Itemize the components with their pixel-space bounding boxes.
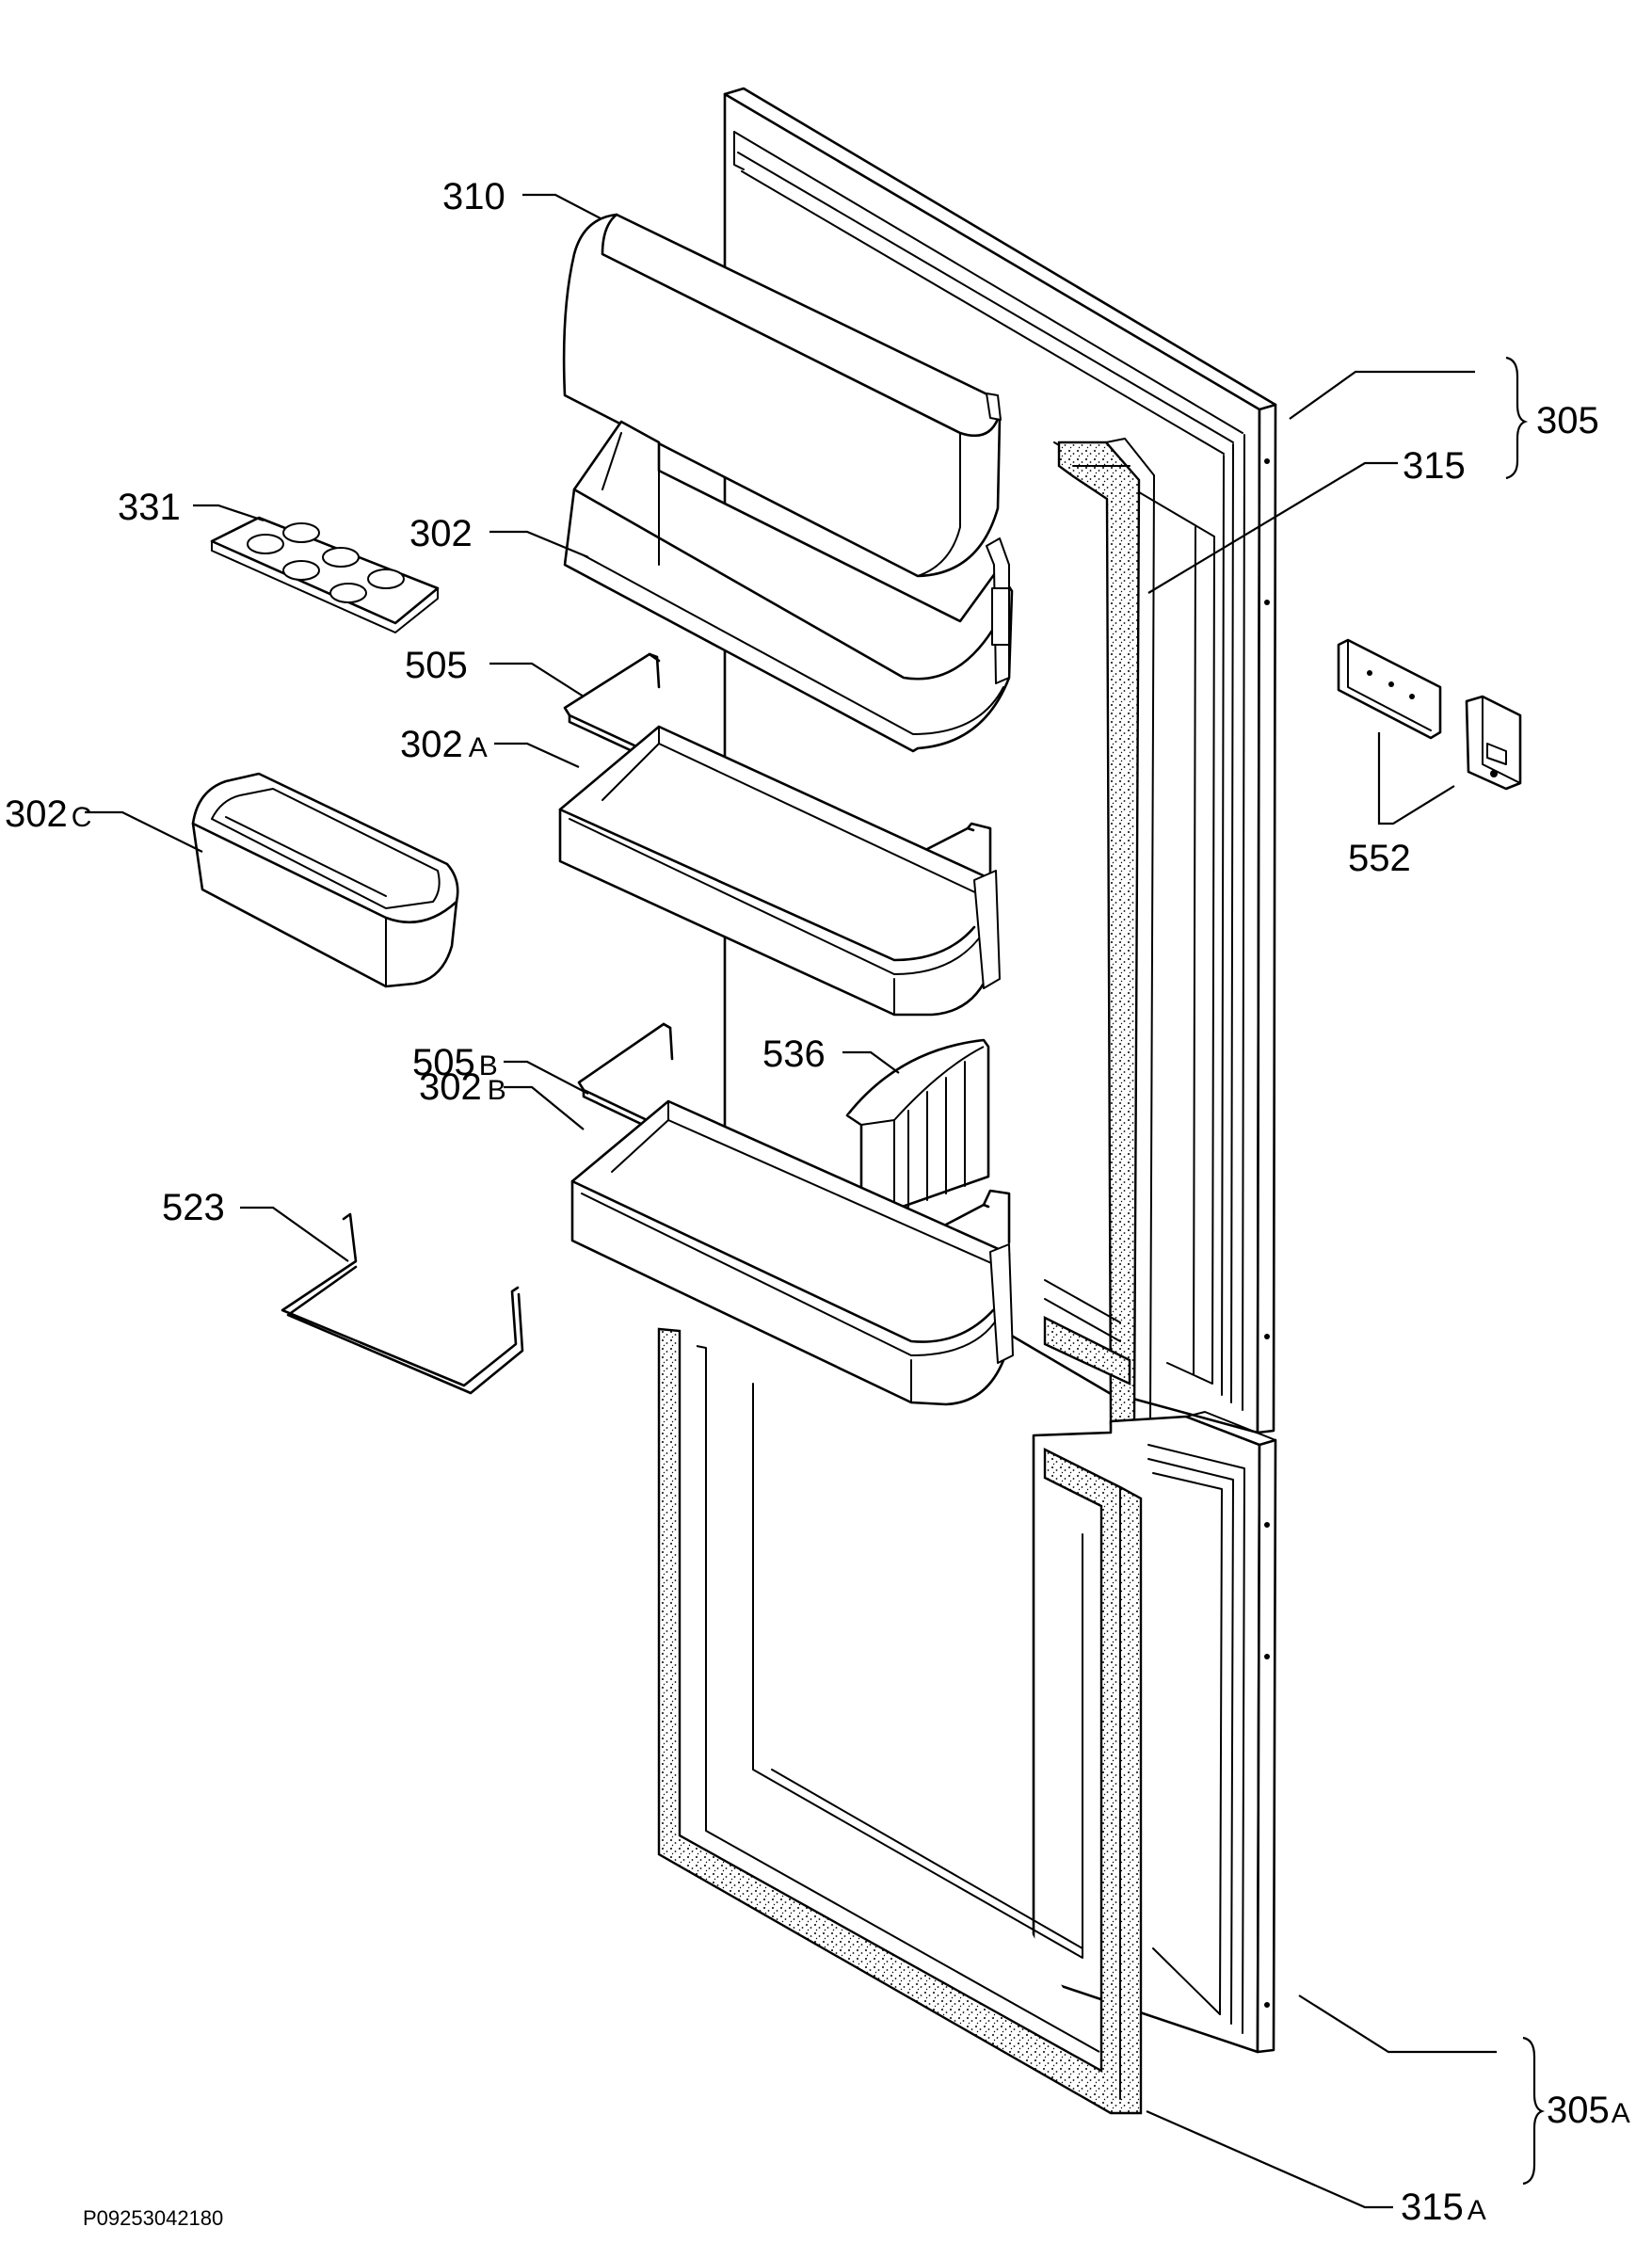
lower-door-305a (1032, 1411, 1277, 2054)
label-523: 523 (162, 1187, 225, 1228)
label-310: 310 (442, 176, 505, 217)
label-315: 315 (1403, 445, 1466, 487)
drawing-code: P09253042180 (83, 2206, 223, 2230)
dairy-lid-310 (562, 213, 1002, 578)
label-552: 552 (1348, 838, 1411, 879)
label-302: 302 (409, 513, 473, 554)
label-331: 331 (118, 487, 181, 528)
dairy-shelf-302 (563, 420, 1014, 753)
bottle-divider-536 (845, 1038, 990, 1211)
leader-lines (85, 193, 1546, 2209)
lower-gasket-315a (657, 1327, 1143, 2115)
egg-tray-331 (210, 516, 440, 633)
door-shelf-302a (558, 725, 1001, 1017)
label-505: 505 (405, 645, 468, 686)
door-shelf-302b (570, 1099, 1014, 1406)
small-box-302c (191, 772, 459, 988)
retainer-clip-523 (281, 1212, 524, 1395)
label-536: 536 (762, 1033, 826, 1075)
label-305: 305 (1536, 400, 1599, 441)
hinge-parts-552 (1337, 638, 1522, 791)
label-305a: 305A (1547, 2090, 1630, 2131)
